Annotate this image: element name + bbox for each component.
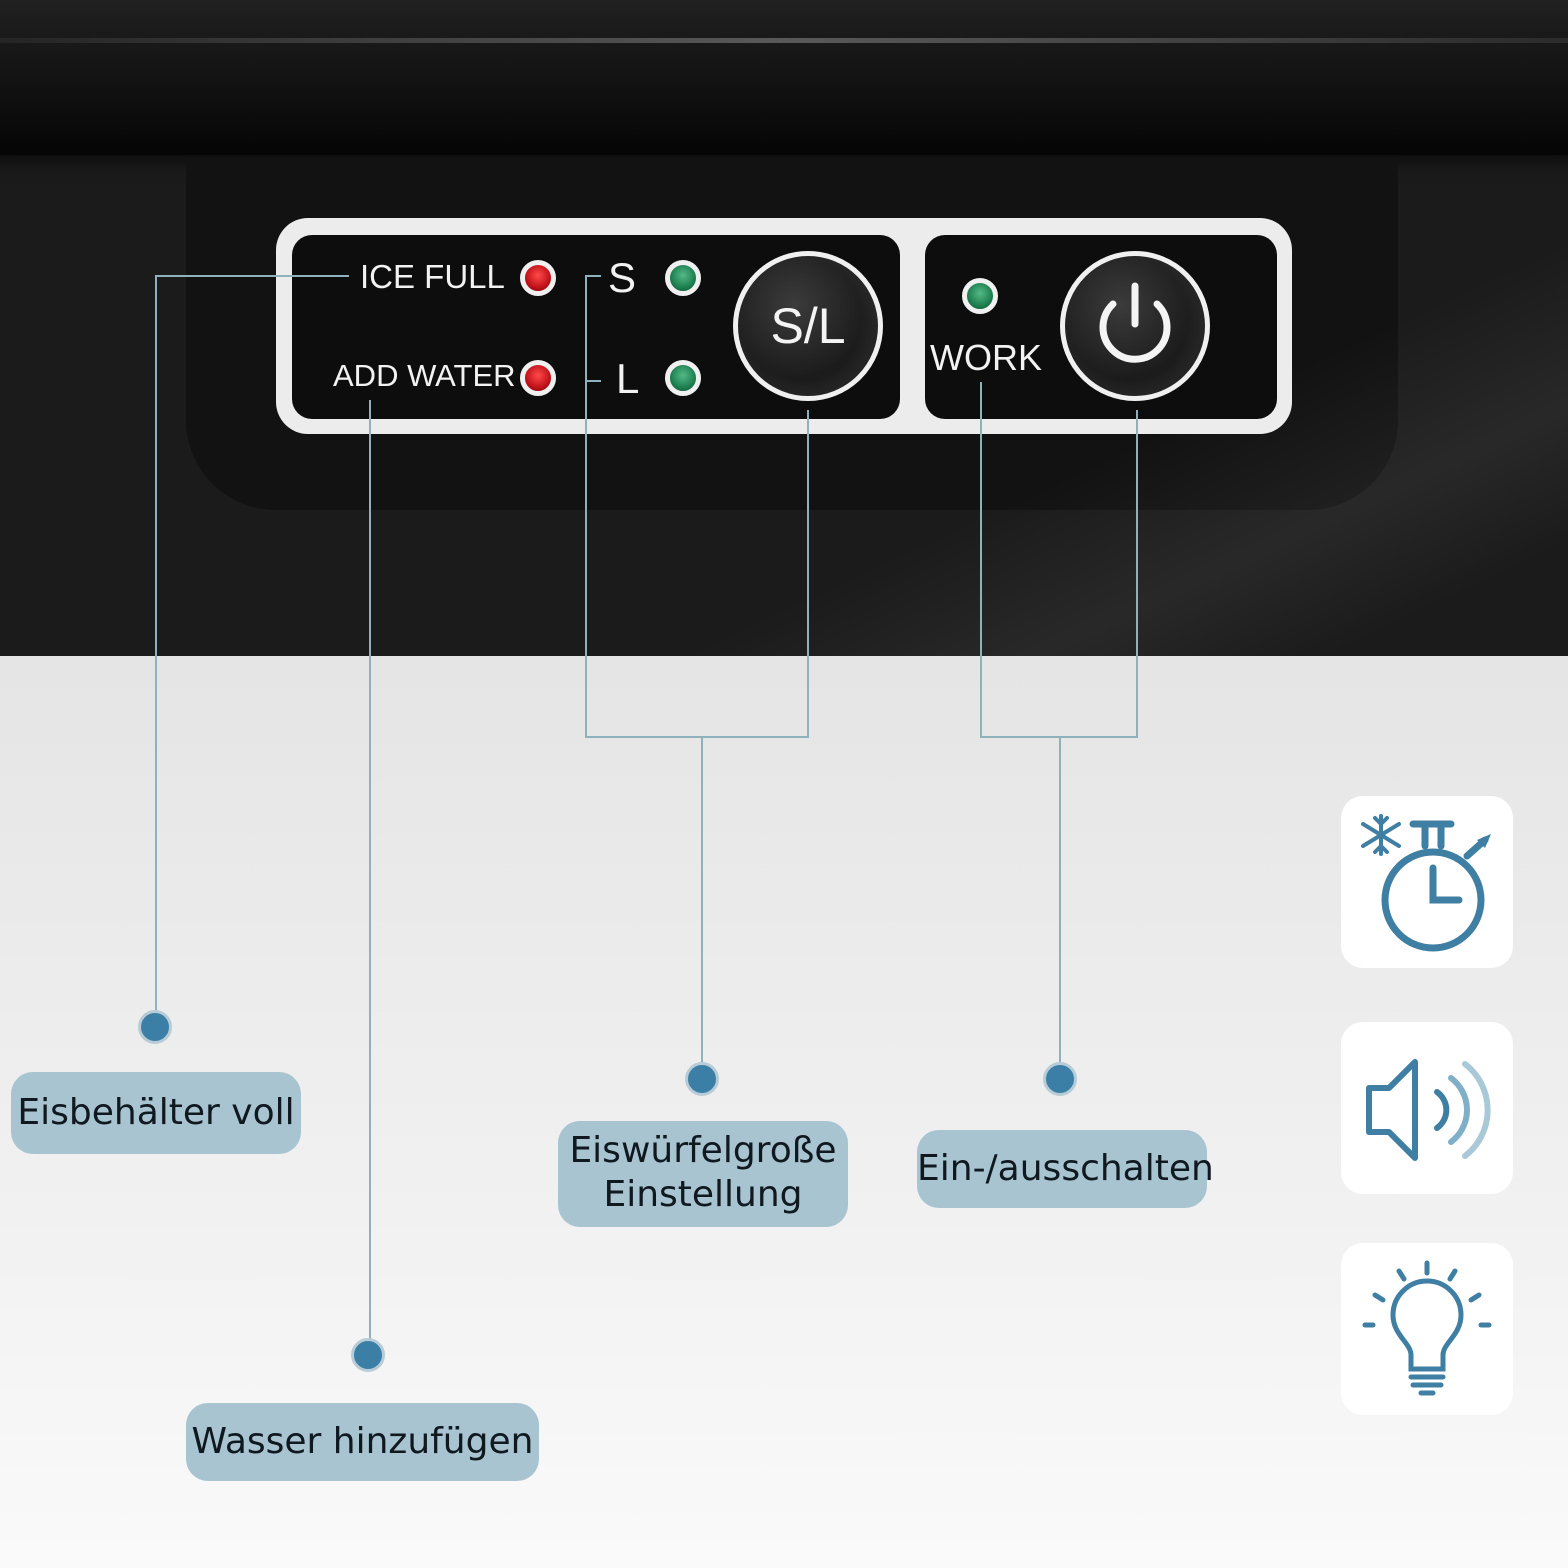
leader-line-power-left xyxy=(980,382,982,738)
leader-line-size-left xyxy=(585,275,587,738)
callout-dot-add-water xyxy=(351,1338,385,1372)
add-water-indicator xyxy=(520,360,556,396)
size-s-label: S xyxy=(608,254,637,301)
leader-line-ice-full-v xyxy=(155,275,157,1015)
power-button[interactable] xyxy=(1060,251,1210,401)
size-s-indicator xyxy=(665,260,701,296)
feature-tile-timer xyxy=(1341,796,1513,968)
leader-line-size-stem xyxy=(701,736,703,1066)
feature-tile-light xyxy=(1341,1243,1513,1415)
callout-dot-size xyxy=(685,1062,719,1096)
add-water-label: ADD WATER xyxy=(333,358,516,393)
leader-line-ice-full-h xyxy=(155,275,349,277)
size-l-indicator xyxy=(665,360,701,396)
leader-tick-l xyxy=(585,380,601,382)
appliance-top xyxy=(0,0,1568,656)
leader-line-size-right xyxy=(807,410,809,738)
light-bulb-icon xyxy=(1362,1260,1492,1396)
leader-line-add-water xyxy=(369,400,371,1342)
callout-power: Ein-/ausschalten xyxy=(917,1130,1214,1208)
ice-full-label: ICE FULL xyxy=(360,258,505,295)
callout-ice-full: Eisbehälter voll xyxy=(11,1072,301,1154)
leader-line-power-right xyxy=(1136,410,1138,738)
snowflake-timer-icon xyxy=(1361,814,1491,952)
lid-highlight xyxy=(0,38,1568,43)
work-indicator xyxy=(962,278,998,314)
callout-dot-power xyxy=(1043,1062,1077,1096)
callout-size-line2: Einstellung xyxy=(603,1174,803,1215)
feature-tile-sound xyxy=(1341,1022,1513,1194)
size-l-label: L xyxy=(616,355,640,402)
callout-dot-ice-full xyxy=(138,1010,172,1044)
callout-add-water: Wasser hinzufügen xyxy=(186,1403,539,1481)
sl-button[interactable]: S/L xyxy=(733,251,883,401)
callout-size-line1: Eiswürfelgroße xyxy=(569,1130,837,1171)
power-icon xyxy=(1099,282,1171,363)
leader-line-size-bracket xyxy=(585,736,809,738)
lid xyxy=(0,0,1568,155)
callout-size-setting: Eiswürfelgroße Einstellung xyxy=(558,1121,848,1227)
sl-button-label: S/L xyxy=(770,298,846,354)
ice-full-indicator xyxy=(520,260,556,296)
leader-tick-s xyxy=(585,275,601,277)
work-label: WORK xyxy=(930,337,1042,378)
leader-line-power-stem xyxy=(1059,736,1061,1066)
speaker-icon xyxy=(1366,1059,1491,1161)
